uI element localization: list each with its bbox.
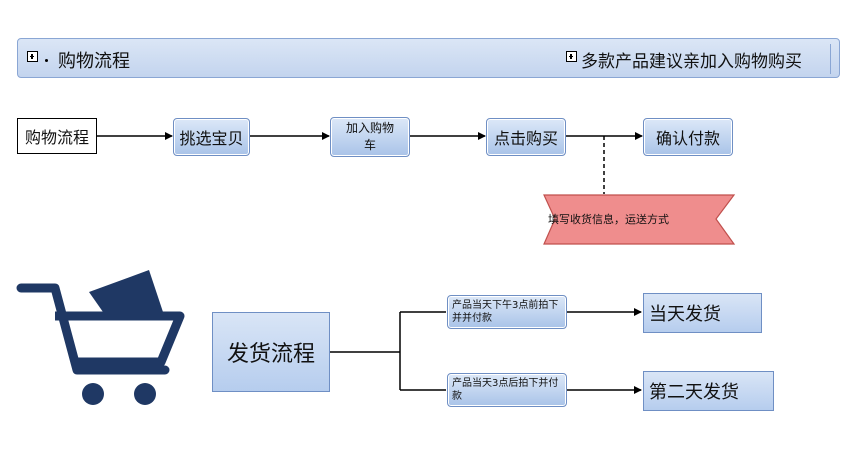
shipping-flow-node: 发货流程 [212, 312, 330, 392]
header-subtitle: 多款产品建议亲加入购物购买 [581, 52, 802, 72]
expand-icon[interactable] [566, 51, 577, 62]
shopping-cart-icon [16, 270, 185, 405]
condition-before-3pm: 产品当天下午3点前拍下并并付款 [447, 295, 567, 329]
note-text: 填写收货信息，运送方式 [548, 213, 669, 226]
flow-step-select: 挑选宝贝 [173, 118, 250, 156]
header-title: 购物流程 [58, 51, 130, 72]
note-banner-shape [543, 194, 736, 245]
header-divider [830, 44, 831, 74]
expand-icon[interactable] [27, 51, 38, 62]
flow-step-add-cart: 加入购物车 [330, 117, 410, 157]
header-bar: 购物流程 多款产品建议亲加入购物购买 [17, 38, 840, 78]
result-next-day: 第二天发货 [643, 371, 774, 411]
condition-after-3pm: 产品当天3点后拍下并付款 [447, 373, 567, 407]
result-same-day: 当天发货 [643, 293, 762, 333]
bullet-dot [45, 59, 48, 62]
flow-start-node: 购物流程 [17, 118, 97, 154]
flow-step-confirm-pay: 确认付款 [643, 118, 733, 156]
flow-step-purchase: 点击购买 [486, 118, 566, 156]
